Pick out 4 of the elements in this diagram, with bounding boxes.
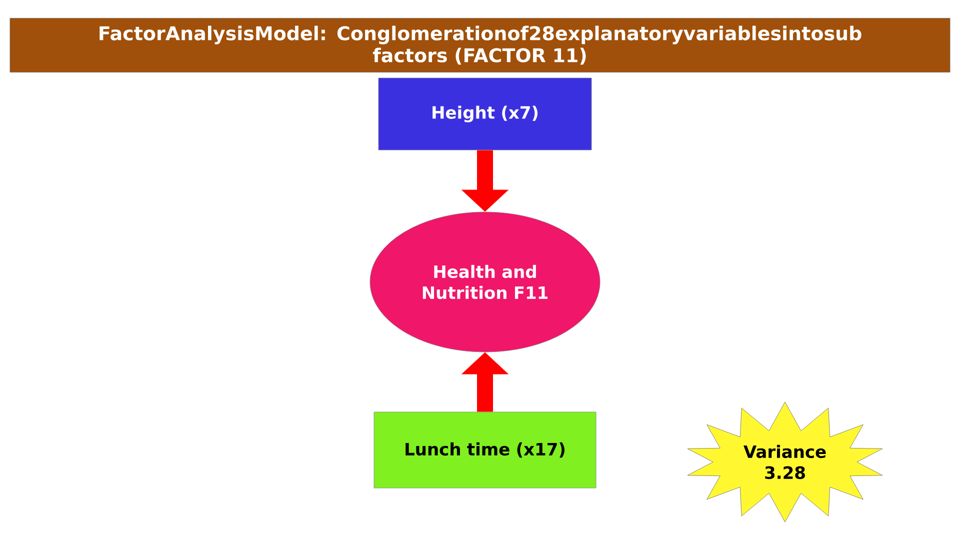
process-box: Height (x7) bbox=[378, 78, 592, 150]
starburst-callout: Variance 3.28 bbox=[687, 402, 883, 522]
title-banner: FactorAnalysisModel: Conglomerationof28explanatoryvariablesintosub factors (FACTOR 11) bbox=[10, 18, 950, 72]
process-box: Lunch time (x17) bbox=[374, 412, 596, 488]
